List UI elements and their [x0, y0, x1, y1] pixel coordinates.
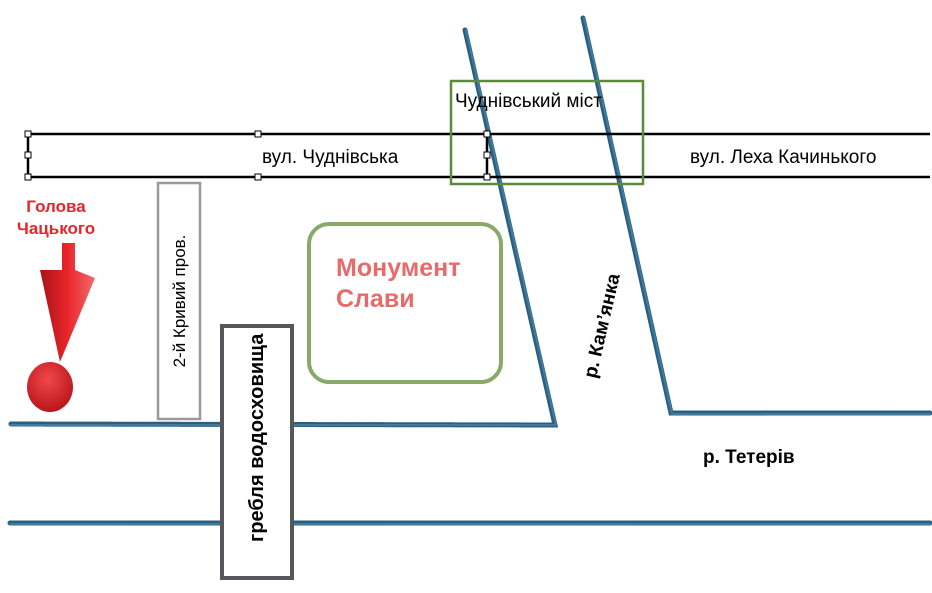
- monument-box: [307, 222, 503, 384]
- river-kamianka-right-bank: [580, 15, 932, 416]
- head-marker-label-line2: Чацького: [16, 219, 96, 238]
- location-pin-icon: [27, 243, 95, 412]
- bridge-label: Чуднівський міст: [455, 91, 602, 112]
- road-chudnivska: [24, 130, 930, 181]
- street-label-lekha-kachynkoho: вул. Леха Качинького: [690, 147, 877, 168]
- river-teteriv-label: р. Тетерів: [703, 447, 795, 468]
- river-teteriv-bank: [7, 520, 932, 526]
- lane-label: 2-й Кривий пров.: [170, 234, 189, 368]
- lane-box: [156, 181, 202, 421]
- dam-label: гребля водосховища: [246, 333, 268, 542]
- monument-label-line2: Слави: [336, 285, 415, 313]
- head-marker-label: Голова Чацького: [0, 196, 112, 240]
- selection-handles: [24, 130, 491, 181]
- bridge-box: [449, 79, 645, 186]
- head-marker-label-line1: Голова: [26, 197, 86, 216]
- river-kamianka-banks: [7, 15, 932, 428]
- street-label-chudnivska: вул. Чуднівська: [262, 147, 399, 168]
- dam-box: [220, 324, 294, 580]
- monument-label-line1: Монумент: [336, 254, 461, 282]
- monument-label: Монумент Слави: [336, 253, 461, 315]
